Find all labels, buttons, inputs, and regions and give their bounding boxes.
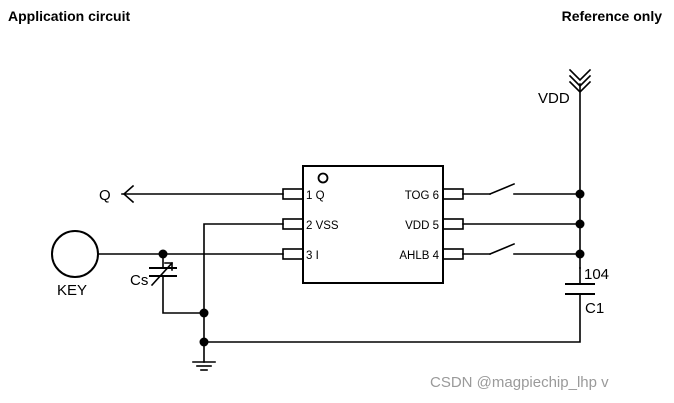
pin1-marker xyxy=(317,172,329,184)
junction-input xyxy=(158,249,168,259)
cs-arrow-head xyxy=(164,262,173,271)
ahlb-switch-blade xyxy=(488,242,516,256)
application-circuit-title: Application circuit xyxy=(8,8,131,24)
junction-cs xyxy=(199,308,209,318)
vdd-arrow-1 xyxy=(568,68,592,82)
tog-switch-blade xyxy=(488,182,516,196)
pin-label-3: 3 I xyxy=(306,250,319,262)
key-label: KEY xyxy=(57,282,87,299)
junction-ahlb xyxy=(575,249,585,259)
pin-box-4 xyxy=(442,248,464,260)
cs-bottom-lead xyxy=(162,275,205,314)
junction-ground xyxy=(199,337,209,347)
reference-only-label: Reference only xyxy=(561,8,662,24)
vdd-label: VDD xyxy=(538,90,570,107)
pin-box-6 xyxy=(442,188,464,200)
q-arrow xyxy=(122,184,135,204)
pin-box-5 xyxy=(442,218,464,230)
vdd-arrow-2 xyxy=(568,74,592,88)
pin-label-4: AHLB 4 xyxy=(399,250,439,262)
c1-value-label: 104 xyxy=(584,266,609,283)
watermark: CSDN @magpiechip_lhp v xyxy=(430,374,609,391)
pin-box-1 xyxy=(282,188,304,200)
junction-vdd xyxy=(575,219,585,229)
bottom-rail xyxy=(203,293,581,343)
pin-label-6: TOG 6 xyxy=(405,190,439,202)
pin-box-2 xyxy=(282,218,304,230)
pin-box-3 xyxy=(282,248,304,260)
cs-adjust-arrow xyxy=(150,261,174,287)
vss-wire xyxy=(203,223,284,343)
pin-label-2: 2 VSS xyxy=(306,220,339,232)
junction-tog xyxy=(575,189,585,199)
key-pad xyxy=(51,230,99,278)
q-label: Q xyxy=(99,187,111,204)
cs-label: Cs xyxy=(130,272,148,289)
c1-name-label: C1 xyxy=(585,300,604,317)
pin-label-5: VDD 5 xyxy=(405,220,439,232)
vdd-arrow-3 xyxy=(568,80,592,94)
pin-label-1: 1 Q xyxy=(306,190,325,202)
